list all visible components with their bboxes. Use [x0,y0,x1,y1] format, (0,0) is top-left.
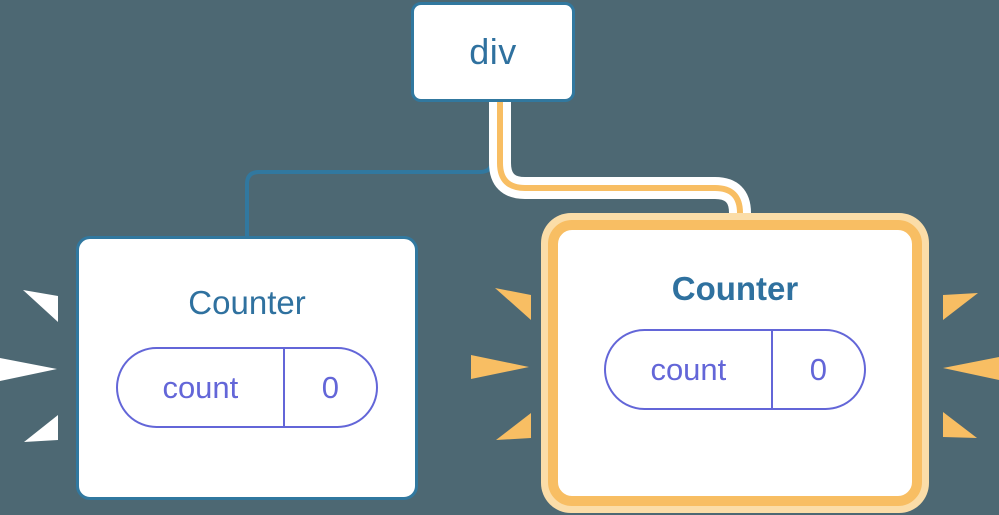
sparkle-ray-lower-icon [943,412,977,438]
sparkle-group-right-orange [943,293,999,438]
sparkle-ray-upper-icon [23,290,58,322]
prop-value-cell: 0 [285,349,376,426]
node-div[interactable]: div [411,2,575,102]
sparkle-ray-lower-icon [496,413,531,440]
node-counter-left-title: Counter [188,284,306,321]
sparkle-ray-lower-icon [24,415,58,442]
prop-pill-left: count 0 [116,347,378,428]
node-counter-left[interactable]: Counter count 0 [76,236,418,500]
sparkle-group-middle-orange [471,288,531,440]
node-div-label: div [469,31,517,72]
sparkle-ray-upper-icon [943,293,978,320]
sparkle-ray-middle-icon [943,357,999,380]
node-counter-right-title: Counter [671,270,799,307]
sparkle-ray-middle-icon [471,355,529,379]
prop-name-cell: count [118,349,285,426]
connector-div-to-counter-right [497,102,743,232]
sparkle-ray-middle-icon [0,358,57,381]
prop-value-label: 0 [809,352,827,387]
node-counter-right[interactable]: Counter count 0 [548,220,922,506]
prop-pill-right: count 0 [604,329,866,410]
prop-name-label: count [650,352,727,387]
prop-value-cell: 0 [773,331,864,408]
prop-name-cell: count [606,331,773,408]
sparkle-group-left-white [0,290,58,442]
prop-name-label: count [162,370,239,405]
prop-value-label: 0 [321,370,339,405]
sparkle-ray-upper-icon [495,288,531,320]
